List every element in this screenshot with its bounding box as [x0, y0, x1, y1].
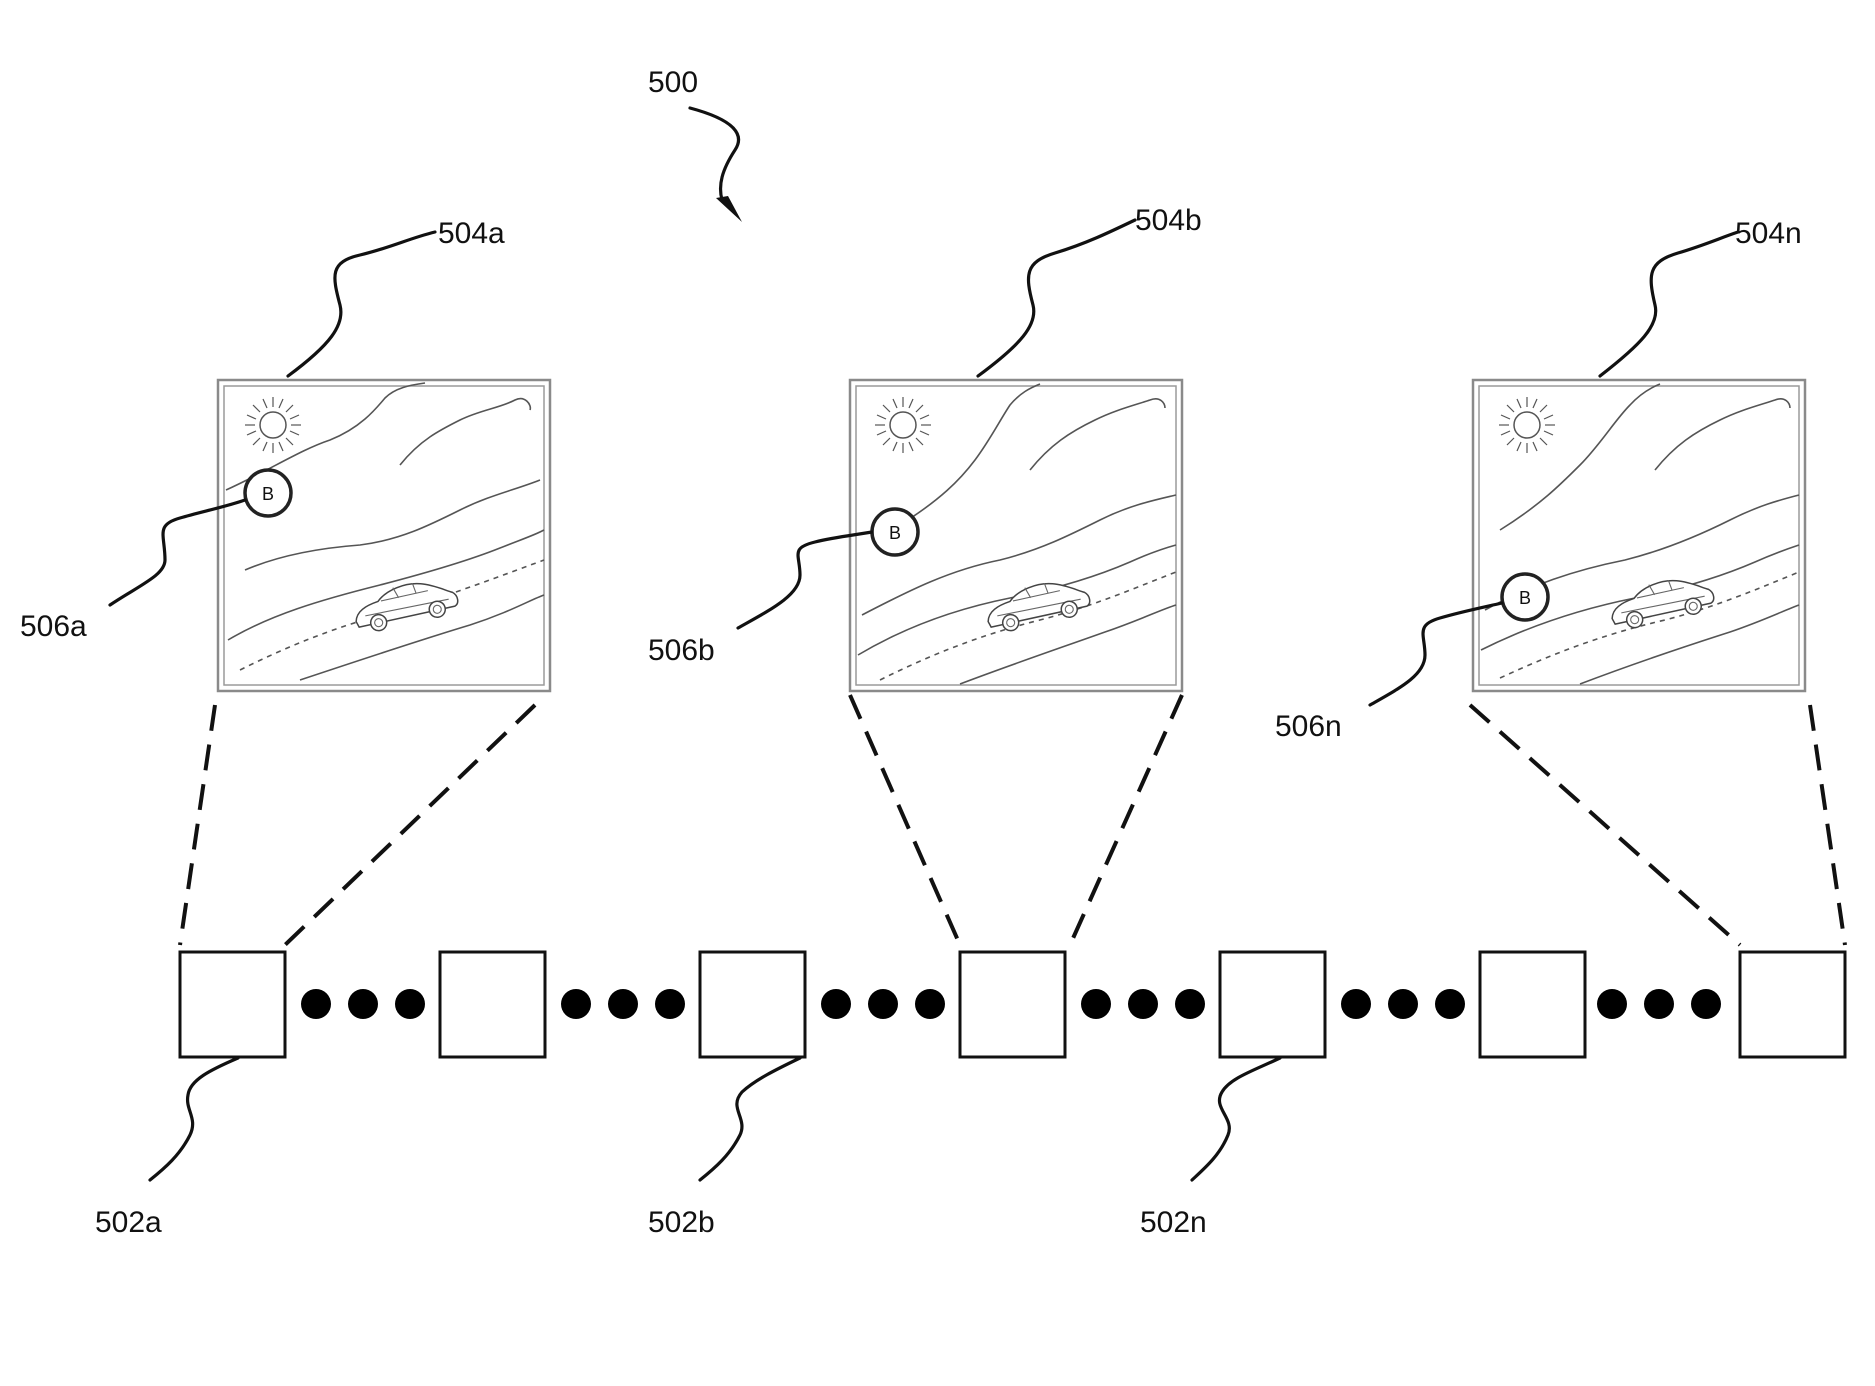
projection-line: [1470, 705, 1740, 945]
ellipsis-dot: [821, 989, 851, 1019]
node-label-502b: 502b: [648, 1206, 715, 1239]
frame-label-504a: 504a: [438, 217, 505, 250]
timeline-node: [1480, 952, 1585, 1057]
frame-leader-504a: [288, 232, 435, 376]
object-marker-b: B: [1502, 574, 1548, 620]
object-label-506b: 506b: [648, 634, 715, 667]
ellipsis-dot: [1081, 989, 1111, 1019]
ellipsis-dot: [1388, 989, 1418, 1019]
timeline-node: [180, 952, 285, 1057]
projection-lines: [180, 695, 1845, 945]
object-label-506n: 506n: [1275, 710, 1342, 743]
ellipsis-dot: [1128, 989, 1158, 1019]
ellipsis-dot: [1175, 989, 1205, 1019]
frame-leader-504b: [978, 220, 1135, 376]
frame-504a: B: [218, 380, 550, 691]
frame-504b: B: [850, 380, 1182, 691]
timeline: [180, 952, 1845, 1057]
object-marker-letter: B: [889, 523, 901, 543]
ellipsis-dot: [868, 989, 898, 1019]
frame-label-504n: 504n: [1735, 217, 1802, 250]
node-leader-502a: [150, 1058, 238, 1180]
node-label-502n: 502n: [1140, 1206, 1207, 1239]
frame-leader-504n: [1600, 232, 1738, 376]
ellipsis-dot: [1644, 989, 1674, 1019]
ellipsis-dot: [395, 989, 425, 1019]
figure-reference-leader: [690, 108, 739, 200]
object-marker-letter: B: [1519, 588, 1531, 608]
projection-line: [180, 705, 215, 945]
object-marker-b: B: [245, 470, 291, 516]
frame-label-504b: 504b: [1135, 204, 1202, 237]
sun-icon: [245, 397, 301, 453]
timeline-node: [960, 952, 1065, 1057]
ellipsis-dot: [348, 989, 378, 1019]
ellipsis-dot: [655, 989, 685, 1019]
ellipsis-dot: [1341, 989, 1371, 1019]
node-leader-502n: [1192, 1058, 1280, 1180]
sun-icon: [875, 397, 931, 453]
ellipsis-dot: [1597, 989, 1627, 1019]
ellipsis-dot: [608, 989, 638, 1019]
object-marker-b: B: [872, 509, 918, 555]
ellipsis-dot: [561, 989, 591, 1019]
timeline-node: [700, 952, 805, 1057]
node-leader-502b: [700, 1058, 800, 1180]
object-label-506a: 506a: [20, 610, 87, 643]
projection-line: [1070, 695, 1182, 945]
figure-reference-label: 500: [648, 66, 698, 99]
projection-line: [850, 695, 960, 945]
projection-line: [1810, 705, 1845, 945]
sun-icon: [1499, 397, 1555, 453]
ellipsis-dot: [1691, 989, 1721, 1019]
timeline-node: [1740, 952, 1845, 1057]
ellipsis-dot: [1435, 989, 1465, 1019]
ellipsis-dot: [915, 989, 945, 1019]
object-marker-letter: B: [262, 484, 274, 504]
projection-line: [285, 705, 535, 945]
ellipsis-dot: [301, 989, 331, 1019]
figure-reference-arrowhead: [716, 196, 742, 222]
node-label-502a: 502a: [95, 1206, 162, 1239]
frame-504n: B: [1473, 380, 1805, 691]
timeline-node: [1220, 952, 1325, 1057]
timeline-node: [440, 952, 545, 1057]
